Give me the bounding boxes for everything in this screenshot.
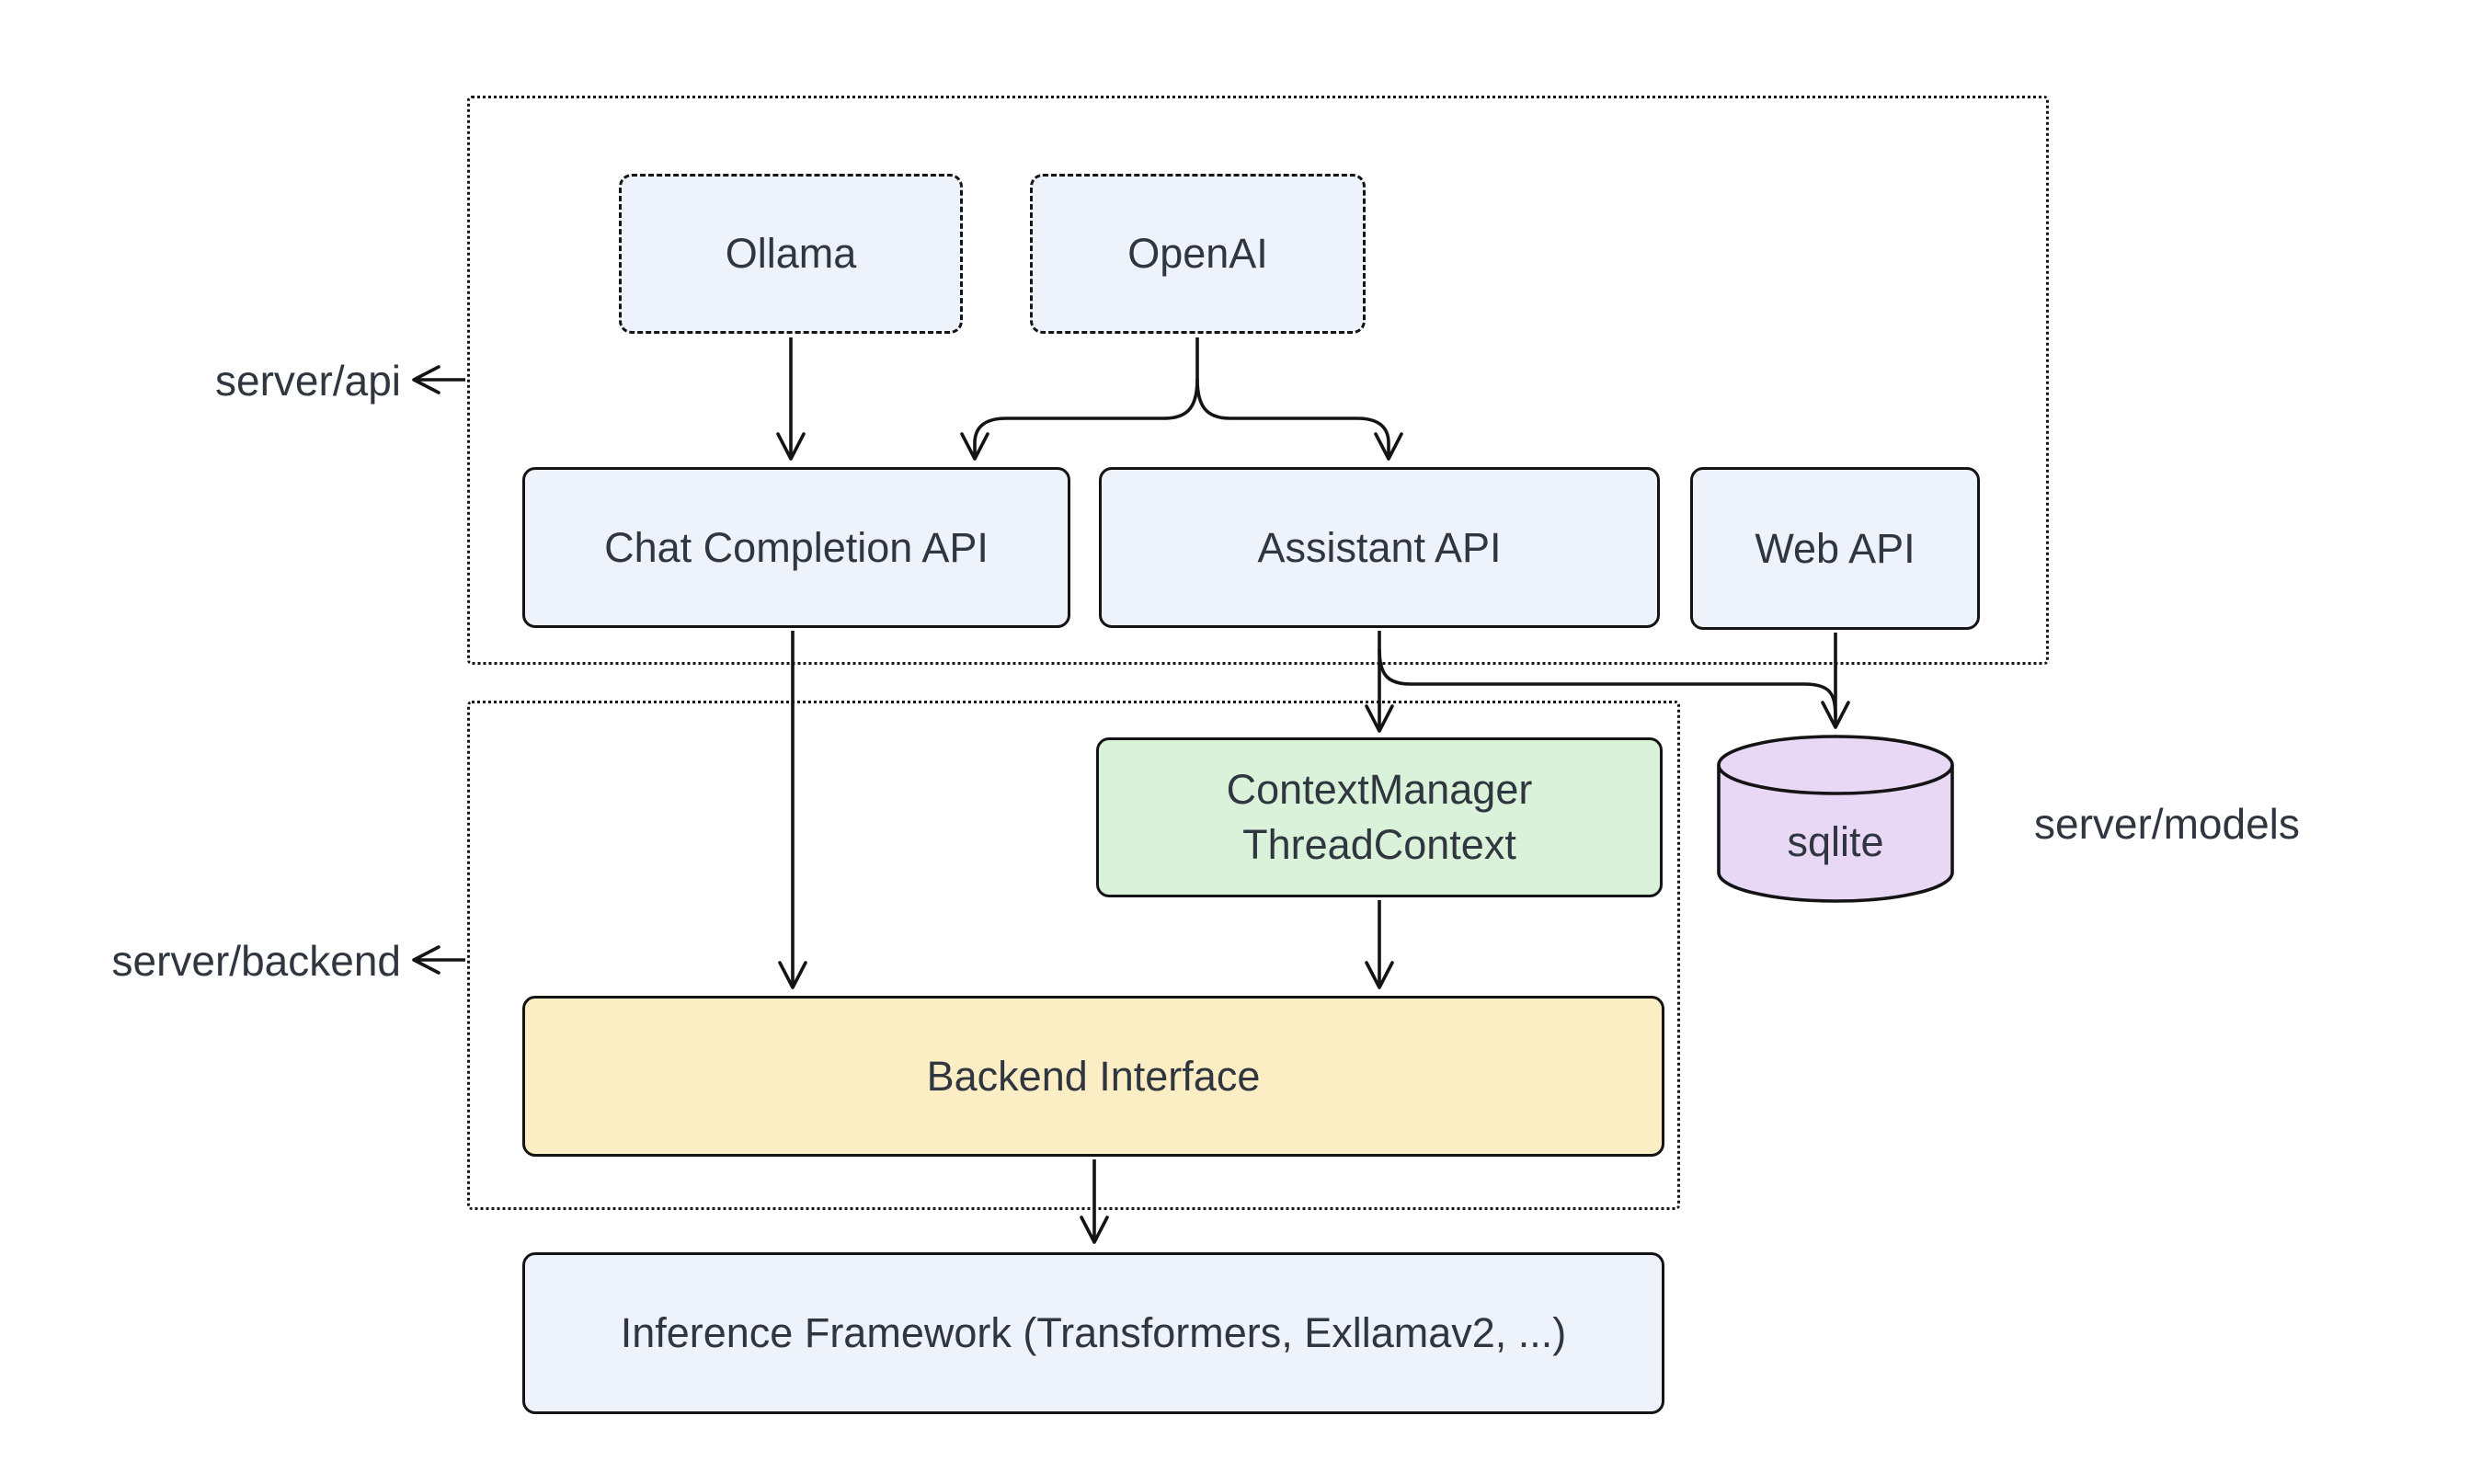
node-web-api: Web API [1690,467,1980,630]
node-backend-interface: Backend Interface [522,996,1664,1157]
node-assistant-api: Assistant API [1099,467,1660,628]
node-openai: OpenAI [1030,174,1366,334]
node-sqlite-label: sqlite [1787,818,1883,865]
node-ollama: Ollama [619,174,963,334]
server-api-container [467,96,2049,665]
node-chat-completion-api: Chat Completion API [522,467,1070,628]
node-context-manager-line1: ContextManager [1226,766,1533,813]
node-ollama-label: Ollama [725,230,857,277]
node-context-manager-line2: ThreadContext [1242,821,1516,868]
node-context-manager: ContextManager ThreadContext [1096,737,1663,897]
sqlite-cylinder-body [1717,765,1954,903]
node-inference-framework-label: Inference Framework (Transformers, Exlla… [620,1309,1567,1356]
node-openai-label: OpenAI [1127,230,1268,277]
node-inference-framework: Inference Framework (Transformers, Exlla… [522,1252,1664,1414]
server-backend-container [467,701,1680,1210]
node-assistant-api-label: Assistant API [1257,523,1502,571]
sqlite-cylinder-top [1717,735,1954,795]
server-backend-label: server/backend [111,937,402,985]
node-web-api-label: Web API [1755,524,1915,572]
server-api-label: server/api [215,357,401,405]
server-models-label: server/models [2034,800,2300,848]
node-sqlite: sqlite [1717,735,1954,903]
node-chat-completion-api-label: Chat Completion API [604,523,989,571]
node-backend-interface-label: Backend Interface [926,1052,1261,1100]
